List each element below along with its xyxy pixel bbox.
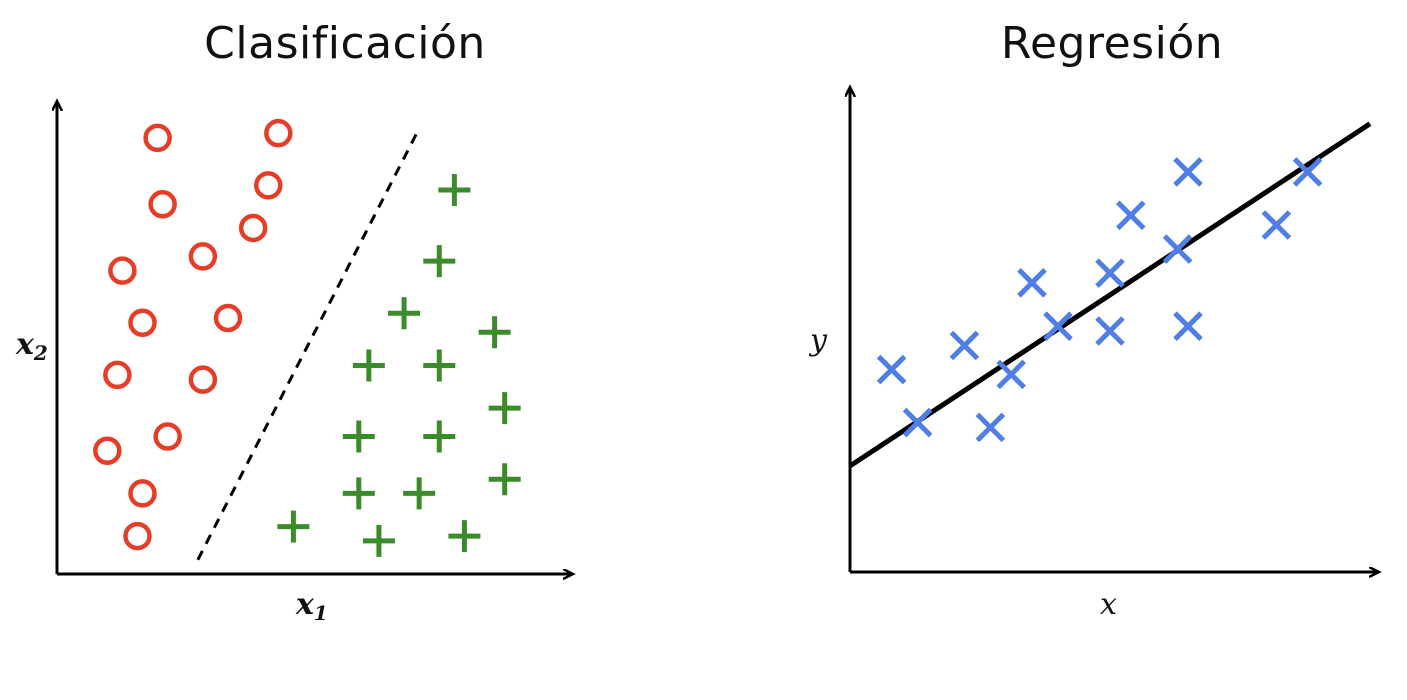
regression-title: Regresión [1000, 18, 1224, 69]
classification-ylabel: x2 [15, 327, 48, 365]
regression-x-point [949, 330, 980, 361]
regression-x-point [902, 407, 933, 438]
regression-x-point [975, 412, 1006, 443]
class-b-plus-point [342, 477, 375, 510]
class-a-circle-point [128, 308, 157, 338]
class-b-plus-point [352, 349, 385, 382]
class-b-plus-point [488, 463, 521, 496]
class-a-circle-point [213, 303, 243, 333]
class-a-circle-point [128, 479, 157, 508]
class-b-plus-point [362, 524, 395, 557]
class-b-plus-point [478, 316, 511, 349]
classification-xlabel-subscript: 1 [314, 601, 328, 625]
class-a-circle-point [264, 118, 293, 148]
regression-x-point [1292, 157, 1323, 187]
class-a-circle-point [238, 213, 268, 243]
class-a-circle-point [108, 256, 137, 285]
classification-ylabel-subscript: 2 [33, 341, 48, 365]
class-b-plus-point [423, 349, 456, 382]
classification-xlabel: x1 [295, 587, 328, 625]
regression-x-point [1017, 268, 1047, 298]
class-b-plus-point [342, 420, 375, 453]
regression-marks [848, 121, 1372, 469]
class-b-plus-point [488, 392, 521, 425]
class-a-circle-point [103, 360, 132, 390]
regression-x-point [1043, 311, 1073, 341]
regression-ylabel: y [808, 323, 828, 358]
regression-x-point [1173, 311, 1203, 341]
regression-x-point [1162, 234, 1193, 264]
class-b-plus-point [448, 520, 481, 553]
class-a-circle-point [143, 123, 172, 153]
regression-x-point [1261, 210, 1292, 240]
regression-axes [850, 88, 1378, 572]
class-b-plus-point [277, 510, 310, 543]
regression-x-point [996, 359, 1026, 390]
classification-axes [57, 102, 572, 574]
classification-marks [93, 118, 521, 561]
class-a-circle-point [188, 365, 218, 394]
regression-x-point [1116, 200, 1146, 231]
class-a-circle-point [153, 422, 182, 451]
regression-xlabel: x [1100, 587, 1117, 622]
class-a-circle-point [123, 521, 152, 551]
class-b-plus-point [423, 245, 456, 278]
class-b-plus-point [388, 297, 421, 330]
regression-x-point [1095, 258, 1125, 288]
class-a-circle-point [254, 171, 283, 200]
class-a-circle-point [93, 436, 122, 466]
regression-x-point [1173, 157, 1203, 187]
class-a-circle-point [148, 190, 177, 219]
class-b-plus-point [403, 477, 436, 510]
decision-boundary-line [196, 127, 421, 561]
class-b-plus-point [423, 420, 456, 453]
regression-x-point [876, 354, 907, 385]
regression-fit-line [848, 121, 1372, 469]
regression-x-point [1095, 316, 1125, 346]
class-a-circle-point [188, 242, 218, 271]
class-b-plus-point [438, 174, 471, 207]
classification-title: Clasificación [204, 18, 486, 69]
